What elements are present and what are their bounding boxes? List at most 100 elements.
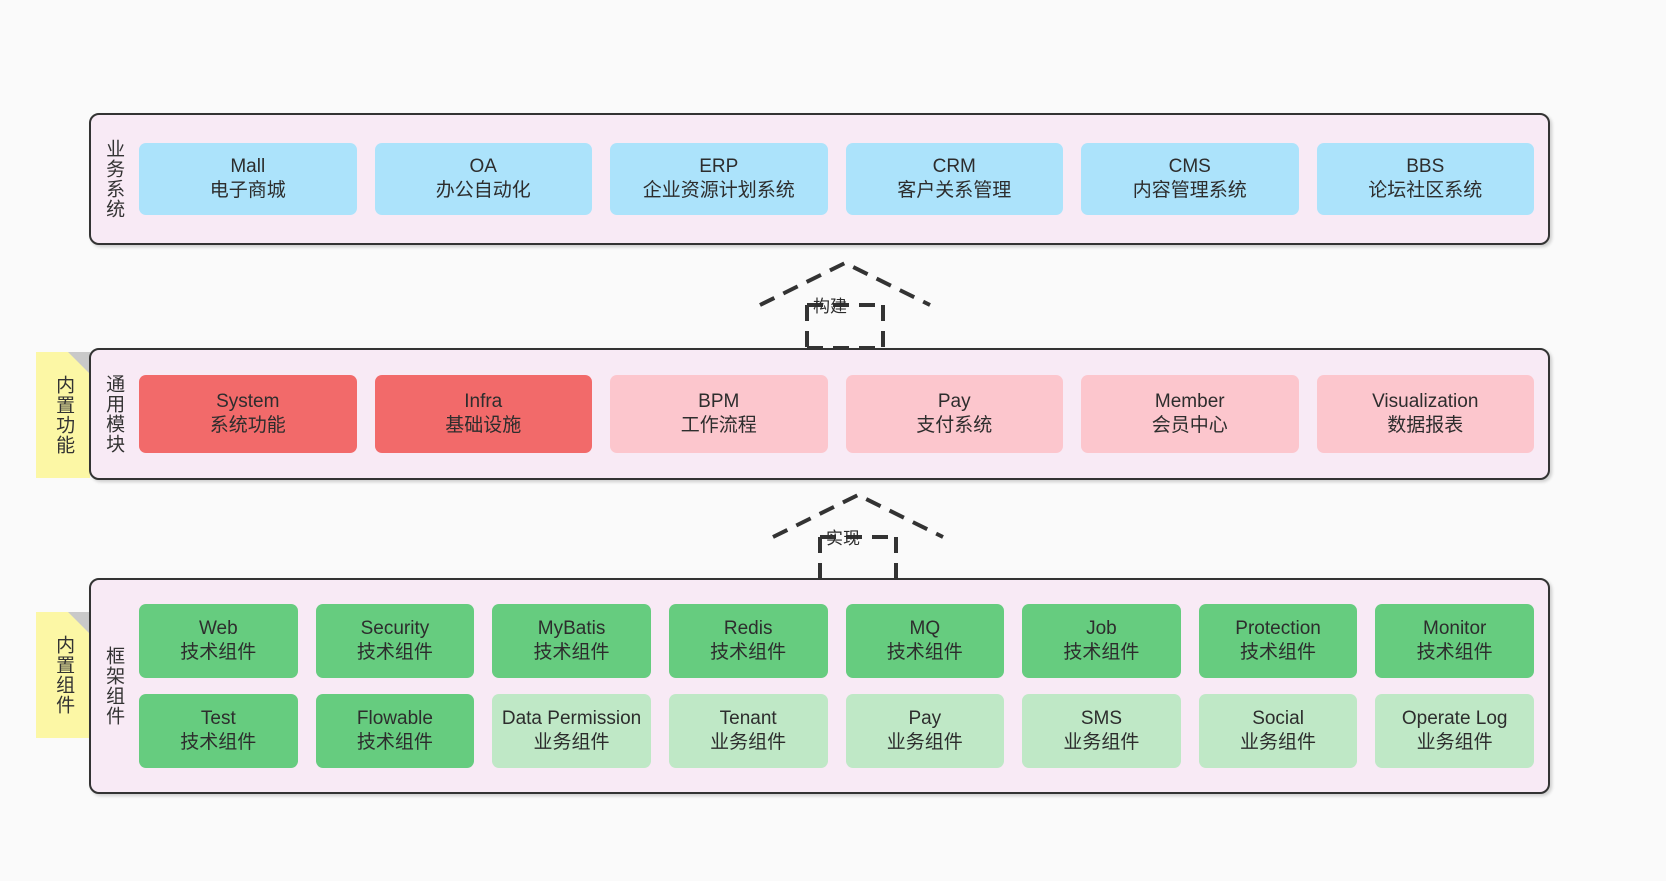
- node-subtitle: 客户关系管理: [897, 180, 1012, 201]
- node-subtitle: 技术组件: [1240, 642, 1317, 663]
- node-oa[interactable]: OA 办公自动化: [374, 143, 592, 215]
- node-data-permission[interactable]: Data Permission 业务组件: [492, 694, 651, 768]
- node-monitor[interactable]: Monitor 技术组件: [1375, 604, 1534, 678]
- node-name: CMS: [1168, 156, 1211, 178]
- node-protection[interactable]: Protection 技术组件: [1198, 604, 1358, 678]
- node-name: Pay: [937, 391, 971, 413]
- node-subtitle: 业务组件: [886, 732, 963, 753]
- node-name: Infra: [464, 391, 503, 413]
- node-subtitle: 业务组件: [1063, 732, 1140, 753]
- node-flowable[interactable]: Flowable 技术组件: [315, 694, 475, 768]
- node-job[interactable]: Job 技术组件: [1022, 604, 1181, 678]
- layer-title-common: 通用模块: [103, 374, 125, 454]
- connector-label-build: 构建: [813, 297, 847, 316]
- node-subtitle: 技术组件: [356, 642, 433, 663]
- node-row: Mall 电子商城 OA 办公自动化 ERP 企业资源计划系统 CRM 客户关系…: [139, 143, 1534, 215]
- node-pay-module[interactable]: Pay 支付系统: [845, 375, 1063, 453]
- node-name: Redis: [723, 618, 773, 640]
- node-name: OA: [469, 156, 497, 178]
- node-name: Protection: [1235, 618, 1321, 640]
- node-name: Job: [1086, 618, 1117, 640]
- node-subtitle: 工作流程: [680, 415, 757, 436]
- node-subtitle: 技术组件: [1416, 642, 1493, 663]
- node-member[interactable]: Member 会员中心: [1081, 375, 1299, 453]
- node-crm[interactable]: CRM 客户关系管理: [845, 143, 1063, 215]
- node-sms[interactable]: SMS 业务组件: [1022, 694, 1181, 768]
- node-mall[interactable]: Mall 电子商城: [139, 143, 357, 215]
- node-row: Test 技术组件 Flowable 技术组件 Data Permission …: [139, 694, 1534, 768]
- node-tenant[interactable]: Tenant 业务组件: [668, 694, 828, 768]
- node-test[interactable]: Test 技术组件: [139, 694, 298, 768]
- node-subtitle: 业务组件: [1416, 732, 1493, 753]
- node-subtitle: 内容管理系统: [1132, 180, 1247, 201]
- node-security[interactable]: Security 技术组件: [315, 604, 475, 678]
- node-row: Web 技术组件 Security 技术组件 MyBatis 技术组件 Redi…: [139, 604, 1534, 678]
- layer-body-common: System 系统功能 Infra 基础设施 BPM 工作流程 Pay 支付系统…: [135, 350, 1548, 478]
- node-name: MQ: [909, 618, 941, 640]
- layer-common-modules[interactable]: 通用模块 System 系统功能 Infra 基础设施 BPM 工作流程 Pay…: [89, 348, 1550, 480]
- layer-business-systems[interactable]: 业务系统 Mall 电子商城 OA 办公自动化 ERP 企业资源计划系统 CRM…: [89, 113, 1550, 245]
- node-operate-log[interactable]: Operate Log 业务组件: [1375, 694, 1534, 768]
- node-erp[interactable]: ERP 企业资源计划系统: [610, 143, 828, 215]
- node-cms[interactable]: CMS 内容管理系统: [1081, 143, 1299, 215]
- node-subtitle: 会员中心: [1151, 415, 1228, 436]
- folded-corner-icon: [68, 352, 90, 374]
- node-subtitle: 业务组件: [710, 732, 787, 753]
- node-name: Security: [360, 618, 430, 640]
- node-infra[interactable]: Infra 基础设施: [374, 375, 592, 453]
- node-row: System 系统功能 Infra 基础设施 BPM 工作流程 Pay 支付系统…: [139, 375, 1534, 453]
- node-subtitle: 技术组件: [886, 642, 963, 663]
- node-bpm[interactable]: BPM 工作流程: [610, 375, 828, 453]
- node-name: ERP: [699, 156, 739, 178]
- node-subtitle: 论坛社区系统: [1368, 180, 1483, 201]
- node-system[interactable]: System 系统功能: [139, 375, 357, 453]
- layer-title-frame: 框架组件: [103, 646, 125, 726]
- node-name: Data Permission: [501, 708, 642, 730]
- note-builtin-functions[interactable]: 内置功能: [36, 352, 90, 478]
- node-pay-component[interactable]: Pay 业务组件: [845, 694, 1005, 768]
- node-name: SMS: [1080, 708, 1123, 730]
- node-subtitle: 系统功能: [209, 415, 286, 436]
- node-subtitle: 技术组件: [180, 642, 257, 663]
- node-subtitle: 技术组件: [356, 732, 433, 753]
- node-name: Test: [200, 708, 236, 730]
- layer-framework-components[interactable]: 框架组件 Web 技术组件 Security 技术组件 MyBatis 技术组件…: [89, 578, 1550, 794]
- node-web[interactable]: Web 技术组件: [139, 604, 298, 678]
- node-name: Pay: [908, 708, 942, 730]
- layer-body-frame: Web 技术组件 Security 技术组件 MyBatis 技术组件 Redi…: [135, 580, 1548, 792]
- node-visualization[interactable]: Visualization 数据报表: [1316, 375, 1534, 453]
- node-name: Operate Log: [1401, 708, 1508, 730]
- node-name: Social: [1252, 708, 1304, 730]
- node-subtitle: 业务组件: [533, 732, 610, 753]
- folded-corner-icon: [68, 612, 90, 634]
- node-name: BPM: [698, 391, 740, 413]
- node-name: System: [216, 391, 280, 413]
- node-name: MyBatis: [537, 618, 606, 640]
- note-builtin-components[interactable]: 内置组件: [36, 612, 90, 738]
- node-name: BBS: [1406, 156, 1445, 178]
- node-redis[interactable]: Redis 技术组件: [668, 604, 828, 678]
- node-mq[interactable]: MQ 技术组件: [845, 604, 1005, 678]
- node-subtitle: 技术组件: [710, 642, 787, 663]
- node-name: Visualization: [1372, 391, 1479, 413]
- note-label: 内置组件: [53, 635, 75, 715]
- node-social[interactable]: Social 业务组件: [1198, 694, 1358, 768]
- layer-title-business: 业务系统: [103, 139, 125, 219]
- node-name: Monitor: [1423, 618, 1487, 640]
- node-name: Flowable: [356, 708, 433, 730]
- node-subtitle: 技术组件: [1063, 642, 1140, 663]
- node-subtitle: 技术组件: [180, 732, 257, 753]
- node-subtitle: 基础设施: [445, 415, 522, 436]
- node-subtitle: 办公自动化: [435, 180, 531, 201]
- node-mybatis[interactable]: MyBatis 技术组件: [492, 604, 651, 678]
- node-name: Mall: [230, 156, 266, 178]
- node-subtitle: 企业资源计划系统: [642, 180, 795, 201]
- connector-label-implement: 实现: [826, 529, 860, 548]
- node-subtitle: 技术组件: [533, 642, 610, 663]
- node-subtitle: 电子商城: [209, 180, 286, 201]
- node-bbs[interactable]: BBS 论坛社区系统: [1316, 143, 1534, 215]
- layer-body-business: Mall 电子商城 OA 办公自动化 ERP 企业资源计划系统 CRM 客户关系…: [135, 115, 1548, 243]
- node-name: Tenant: [719, 708, 777, 730]
- node-subtitle: 数据报表: [1387, 415, 1464, 436]
